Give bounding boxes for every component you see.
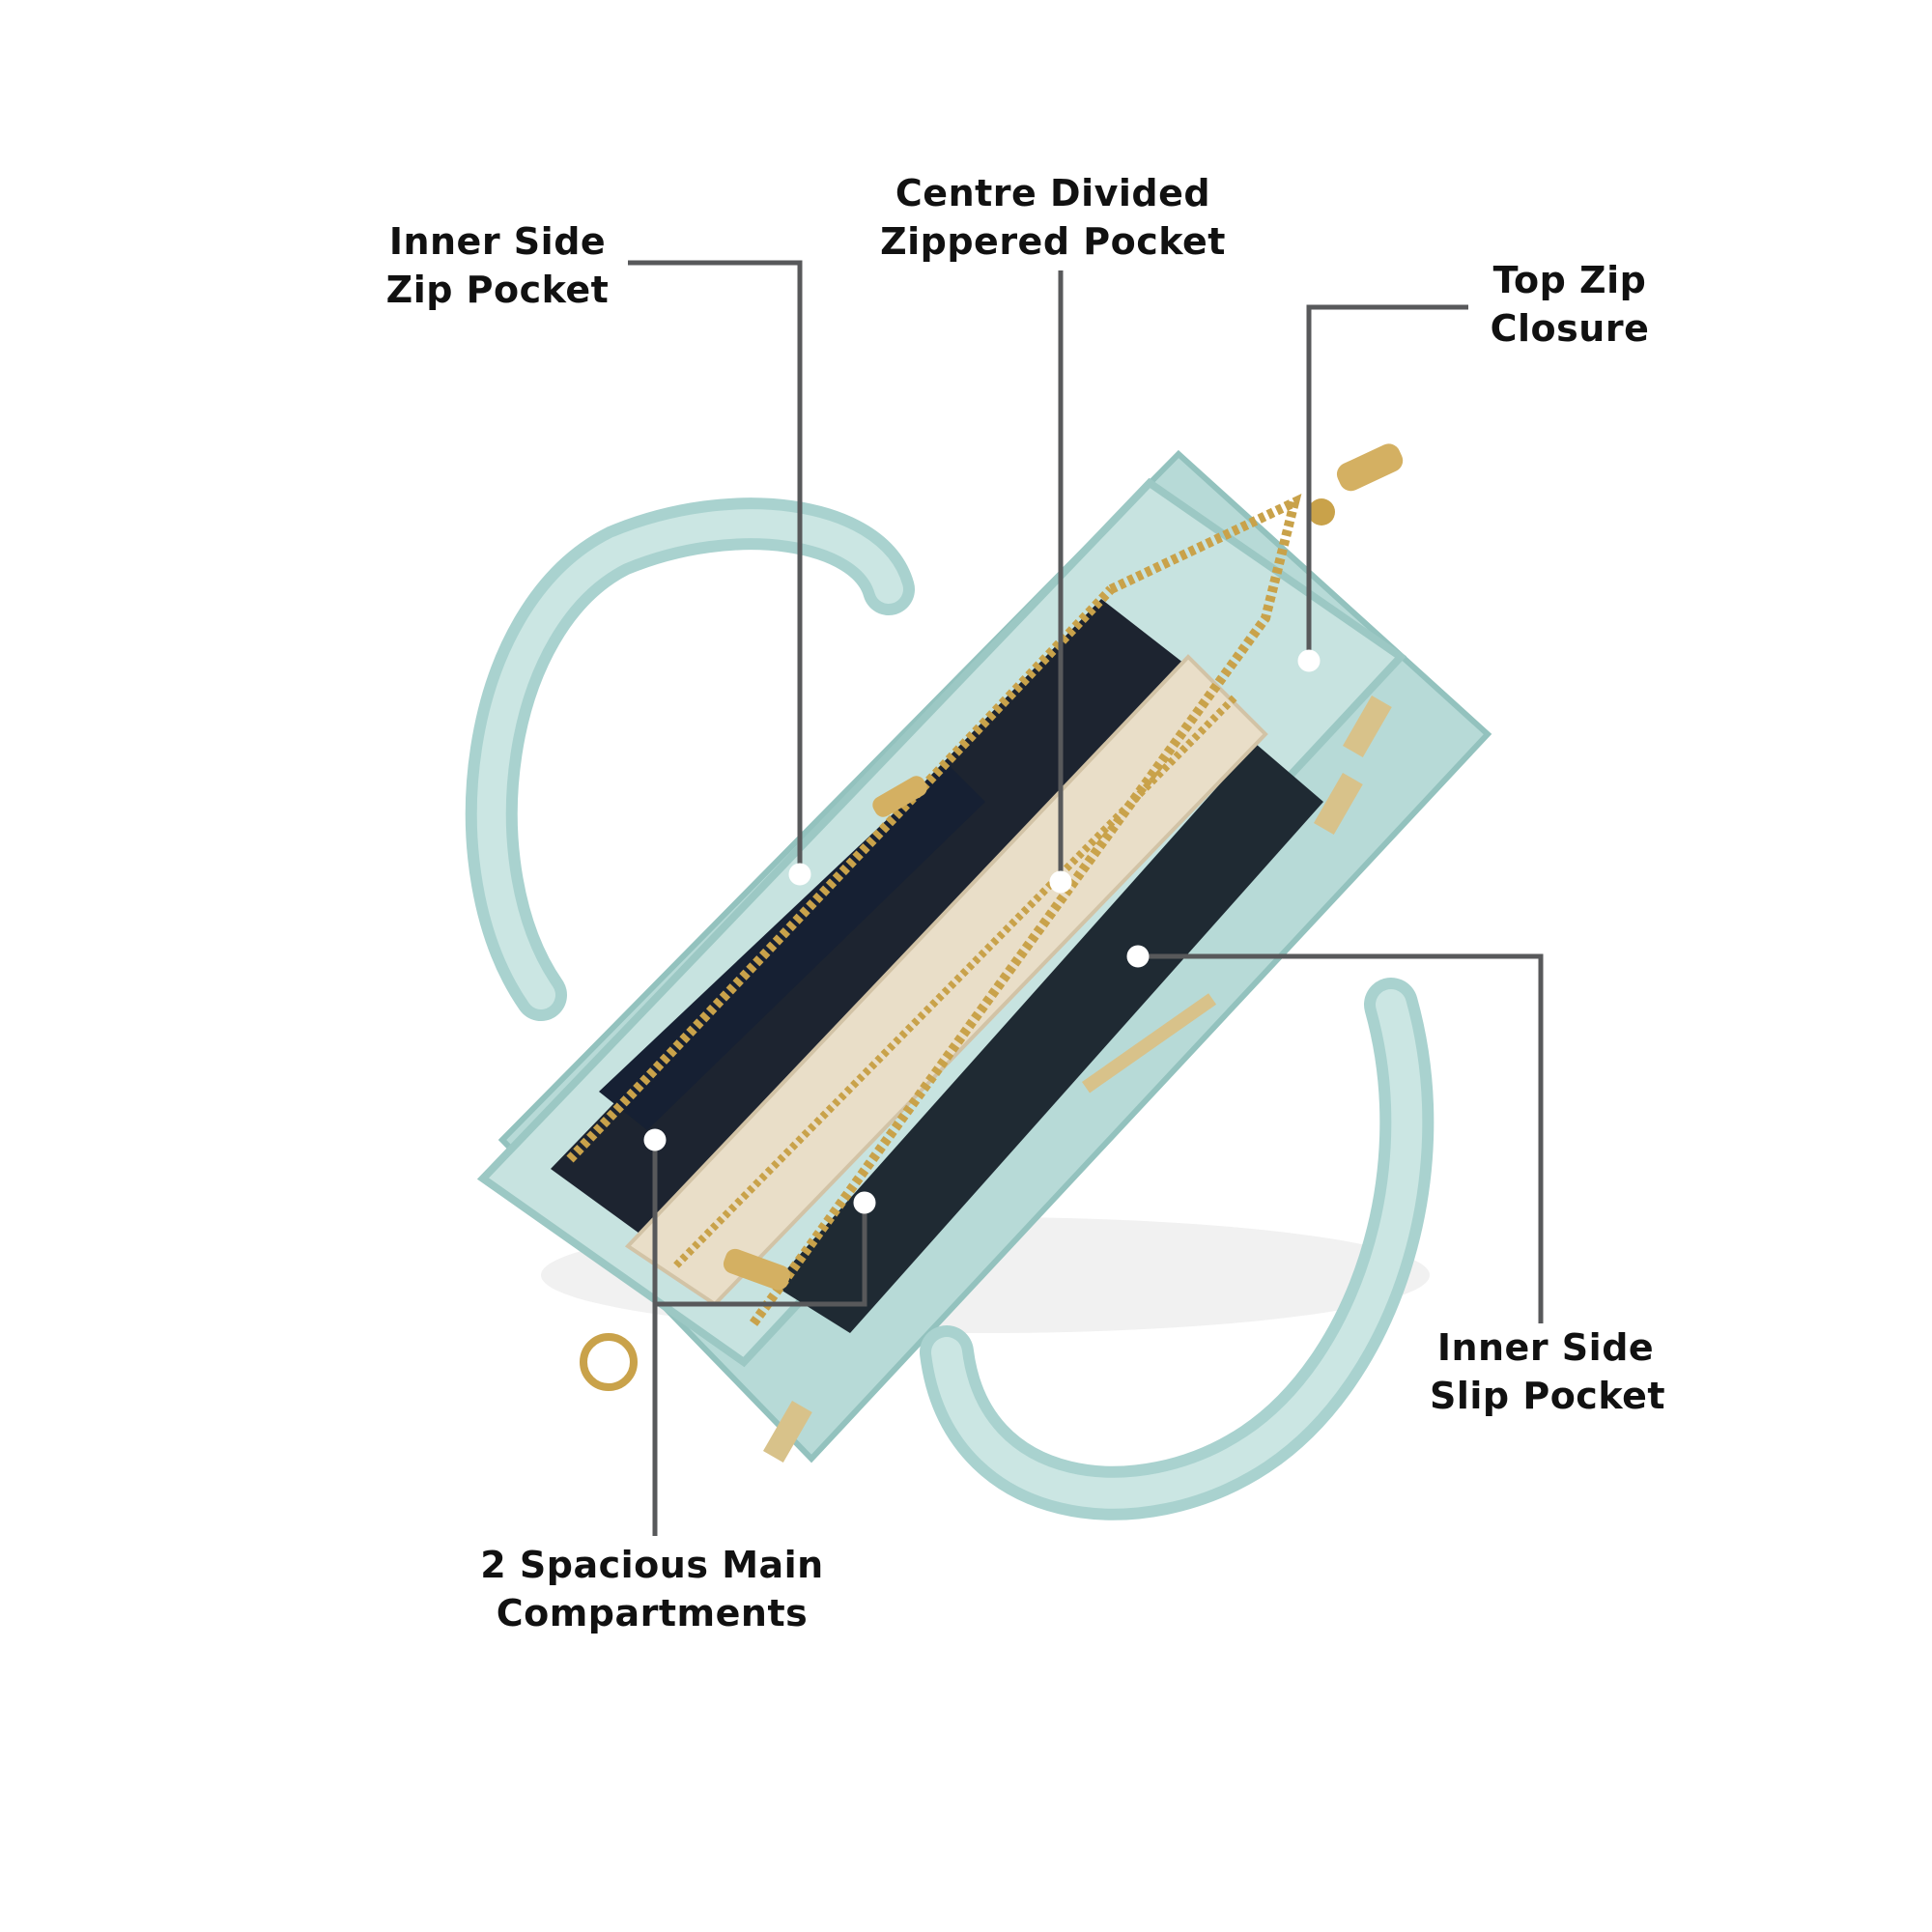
d-ring-buckle	[580, 1333, 638, 1391]
zipper-right	[749, 493, 1302, 1326]
hardware-3	[763, 1401, 812, 1463]
callout-centre-divided-line-1: Centre Divided	[895, 172, 1211, 214]
callout-spacious-main-line-1: 2 Spacious Main	[480, 1544, 824, 1586]
zipper-pull-bottom	[723, 1248, 790, 1291]
leader-top-zip-closure	[1306, 304, 1468, 657]
callout-inner-side-slip-pocket-line-2: Slip Pocket	[1430, 1375, 1666, 1417]
anchor-dot-inner-side-slip-pocket	[1126, 945, 1150, 968]
inner-side-zip-pocket-area	[599, 763, 985, 1130]
main-compartment-left	[551, 599, 1188, 1246]
anchor-dot-main-compartment-right	[853, 1191, 876, 1214]
hardware-1	[1343, 695, 1392, 757]
callout-top-zip-closure: Top Zip Closure	[1473, 256, 1666, 353]
leader-spacious-main-compartments-b	[655, 1203, 867, 1307]
leader-inner-side-zip-pocket	[628, 260, 803, 874]
callout-inner-side-slip-pocket: Inner Side Slip Pocket	[1430, 1323, 1666, 1420]
callout-spacious-main-compartments: 2 Spacious Main Compartments	[478, 1541, 826, 1637]
anchor-dot-main-compartment-left	[643, 1128, 667, 1151]
callout-inner-side-zip-pocket: Inner Side Zip Pocket	[382, 217, 613, 314]
callout-spacious-main-line-2: Compartments	[496, 1592, 809, 1634]
callout-centre-divided-line-2: Zippered Pocket	[880, 220, 1226, 263]
zipper-left	[566, 585, 1115, 1163]
anchor-dot-top-zip-closure	[1297, 649, 1321, 672]
callout-centre-divided-zippered-pocket: Centre Divided Zippered Pocket	[869, 169, 1236, 266]
leader-inner-side-slip-pocket	[1135, 953, 1544, 1323]
callout-inner-side-slip-pocket-line-1: Inner Side	[1436, 1326, 1655, 1369]
anchor-dot-centre-divided-zippered-pocket	[1049, 870, 1072, 894]
callout-inner-side-zip-pocket-line-2: Zip Pocket	[385, 269, 610, 311]
zipper-pull-top	[1308, 443, 1404, 526]
hardware-2	[1314, 773, 1363, 835]
callout-top-zip-closure-line-2: Closure	[1490, 307, 1650, 350]
callout-inner-side-zip-pocket-line-1: Inner Side	[388, 220, 607, 263]
callout-top-zip-closure-line-1: Top Zip	[1492, 259, 1647, 301]
main-compartment-right	[773, 744, 1323, 1333]
zipper-centre	[673, 693, 1239, 1268]
hardware-4	[1082, 993, 1217, 1094]
centre-pocket-lining	[624, 654, 1268, 1307]
anchor-dot-inner-side-zip-pocket	[788, 863, 811, 886]
zipper-pull-inner	[872, 776, 927, 817]
